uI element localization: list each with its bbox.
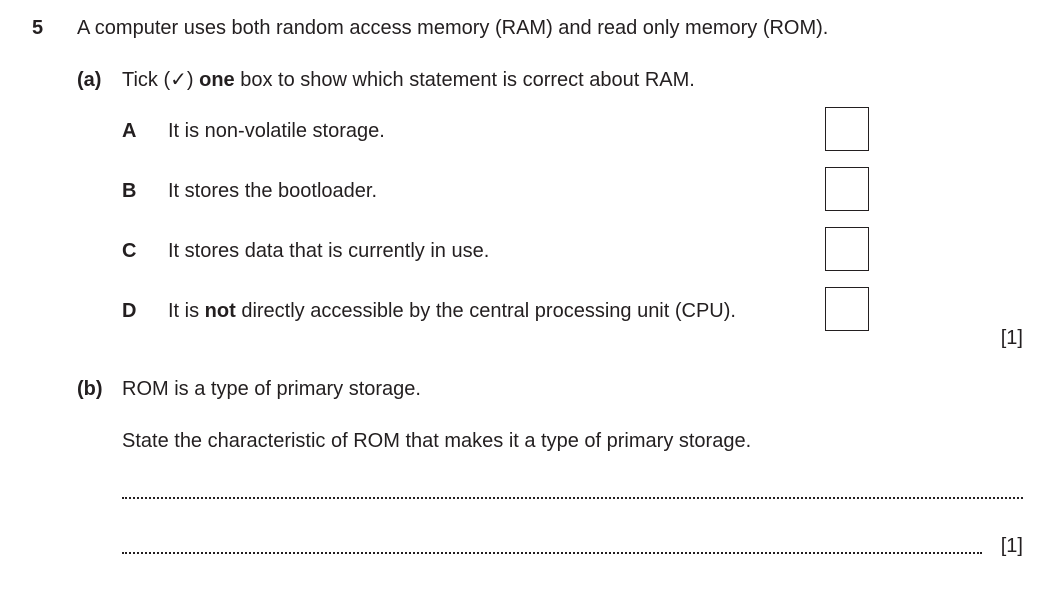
- part-a-instruction: Tick (✓) one box to show which statement…: [122, 70, 695, 90]
- option-b-text: It stores the bootloader.: [168, 180, 378, 202]
- part-a-instruction-pre: Tick (✓): [122, 69, 200, 91]
- option-c-text: It stores data that is currently in use.: [168, 240, 490, 262]
- question-number: 5: [32, 17, 44, 39]
- option-c-letter: C: [122, 240, 137, 262]
- option-d-letter: D: [122, 300, 137, 322]
- part-a-instruction-bold: one: [199, 69, 235, 91]
- option-b-letter: B: [122, 180, 137, 202]
- option-a-checkbox[interactable]: [825, 107, 869, 151]
- part-a-label: (a): [77, 69, 102, 91]
- part-a-marks: [1]: [1000, 327, 1023, 349]
- part-b-prompt: State the characteristic of ROM that mak…: [122, 430, 752, 452]
- question-stem: A computer uses both random access memor…: [77, 17, 829, 39]
- answer-line-1[interactable]: [122, 497, 1023, 499]
- option-d-checkbox[interactable]: [825, 287, 869, 331]
- part-b-marks: [1]: [1000, 535, 1023, 557]
- part-b-statement: ROM is a type of primary storage.: [122, 378, 421, 400]
- option-c-checkbox[interactable]: [825, 227, 869, 271]
- part-b-label: (b): [77, 378, 103, 400]
- option-d-text-pre: It is: [168, 300, 205, 322]
- option-d-text: It is not directly accessible by the cen…: [168, 301, 736, 321]
- option-a-letter: A: [122, 120, 137, 142]
- option-b-checkbox[interactable]: [825, 167, 869, 211]
- option-d-text-bold: not: [204, 300, 236, 322]
- answer-line-2[interactable]: [122, 552, 982, 554]
- option-d-text-post: directly accessible by the central proce…: [235, 300, 736, 322]
- part-a-instruction-post: box to show which statement is correct a…: [234, 69, 695, 91]
- option-a-text: It is non-volatile storage.: [168, 120, 385, 142]
